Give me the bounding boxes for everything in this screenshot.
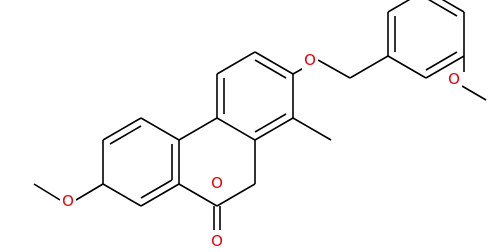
methoxy-right-group (461, 56, 487, 101)
atom-label-backdrop (60, 190, 76, 212)
bond (75, 183, 104, 201)
bond (216, 51, 256, 75)
bond (33, 183, 61, 201)
bond (140, 183, 180, 207)
right-methoxy-oxygen-label: O (448, 70, 460, 88)
upper-right-benzene-ring (387, 0, 465, 79)
double-bond-inner (140, 179, 173, 199)
left-benzene-ring (102, 117, 180, 207)
bond (178, 117, 218, 141)
carbonyl-oxygen-label: O (211, 232, 223, 250)
lactone-ring (178, 117, 256, 207)
bond (102, 117, 142, 141)
bond (178, 183, 218, 207)
carbonyl-group (213, 206, 221, 232)
bond (387, 55, 427, 79)
bond (387, 0, 411, 13)
double-bond-inner (254, 113, 287, 133)
bond (441, 0, 465, 13)
double-bond-inner (109, 125, 142, 145)
ether-oxygen-label: O (304, 51, 316, 69)
ring-oxygen-label: O (211, 174, 223, 192)
bond (461, 85, 487, 101)
bond (425, 55, 465, 79)
oxygen-labels: O O O O O (60, 48, 462, 252)
right-benzene-ring (216, 51, 294, 141)
double-bond-inner (427, 0, 458, 17)
bond (216, 183, 256, 207)
bond (317, 59, 351, 79)
atom-label-backdrop (302, 48, 318, 70)
atom-label-backdrop (446, 68, 462, 90)
bond (140, 117, 180, 141)
bond (216, 117, 256, 141)
double-bond-inner (425, 51, 458, 71)
left-methoxy-oxygen-label: O (62, 192, 74, 210)
atom-label-backdrop (209, 172, 225, 194)
bond (349, 55, 389, 79)
bond (254, 117, 294, 141)
bond (102, 183, 142, 207)
double-bond-inner (254, 59, 287, 79)
atom-label-backdrop (209, 230, 225, 252)
bond (254, 51, 294, 75)
methoxy-left-group (33, 183, 104, 201)
methyl-bond (292, 117, 332, 141)
